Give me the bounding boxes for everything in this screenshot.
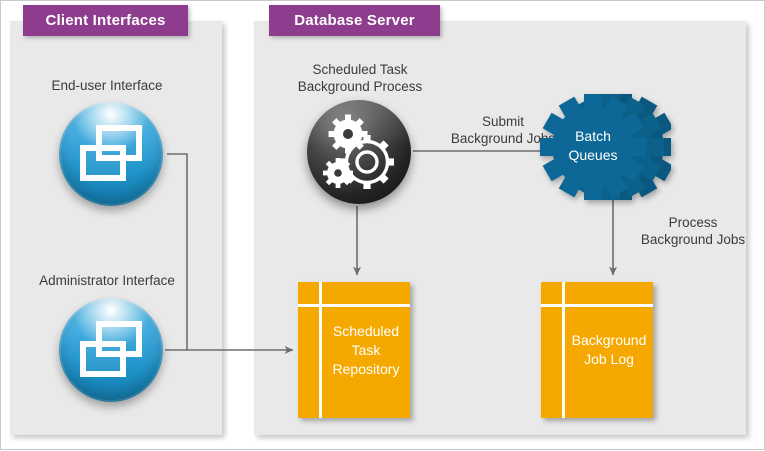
administrator-interface-node[interactable] [59,298,163,402]
table-header-line [541,304,653,307]
windows-icon [80,125,142,181]
panel-client-interfaces-title: Client Interfaces [23,5,188,36]
table-header-line [298,304,410,307]
batch-queues-node[interactable]: Batch Queues [539,89,671,209]
scheduled-task-background-process-node[interactable] [307,100,411,204]
panel-database-server-title: Database Server [269,5,440,36]
table-column-line [319,282,322,418]
batch-queues-label: Batch Queues [568,128,618,163]
table-column-line [562,282,565,418]
end-user-interface-node[interactable] [59,102,163,206]
administrator-interface-label: Administrator Interface [39,273,175,288]
background-job-log-node[interactable]: Background Job Log [541,282,653,418]
scheduled-task-repository-node[interactable]: Scheduled Task Repository [298,282,410,418]
process-background-jobs-label: Process Background Jobs [640,215,746,247]
background-job-log-label: Background Job Log [571,332,647,367]
gears-icon [323,114,394,189]
end-user-interface-label: End-user Interface [51,78,163,93]
scheduled-task-background-process-label: Scheduled Task Background Process [297,62,423,94]
windows-icon [80,321,142,377]
scheduled-task-repository-label: Scheduled Task Repository [332,322,400,377]
